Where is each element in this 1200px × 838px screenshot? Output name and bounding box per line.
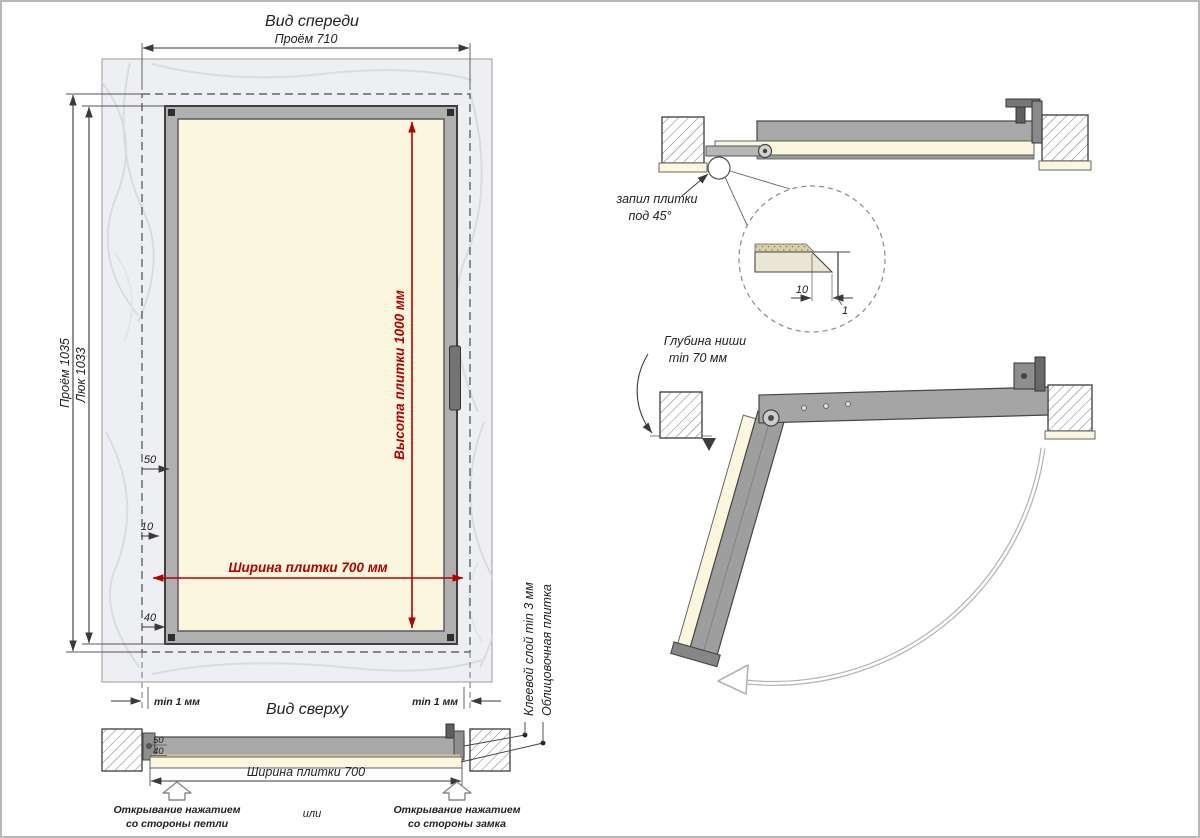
dim-opening-height: Проём 1035 <box>58 338 72 408</box>
hinge-pin <box>146 743 152 749</box>
label-open-lock-1: Открывание нажатием <box>394 804 521 816</box>
label-adhesive: Клеевой слой min 3 мм <box>522 582 536 716</box>
section-closed-view: запил плитки под 45° 10 1 <box>616 98 1092 333</box>
lock-body <box>1031 100 1043 144</box>
dim-top-50: 50 <box>153 735 164 746</box>
wall-block-left-open <box>659 391 703 439</box>
label-tile-cut-1: запил плитки <box>616 192 698 206</box>
lock-pin <box>445 723 455 739</box>
dim-hatch-height: Люк 1033 <box>74 347 88 403</box>
niche-depth-leader <box>636 353 653 434</box>
door-leaf-open <box>670 410 786 668</box>
detail-tile-mitered <box>754 251 834 273</box>
dim-gap-right: min 1 мм <box>412 696 458 708</box>
label-open-hinge-1: Открывание нажатием <box>114 804 241 816</box>
section-open-view: Глубина ниши min 70 мм <box>636 334 1096 695</box>
wall-section-left <box>101 728 143 772</box>
open-lock-latch <box>1034 356 1046 392</box>
wall-block-left <box>661 116 705 164</box>
label-or: или <box>303 808 321 820</box>
tile-section <box>149 756 463 769</box>
label-tile-cut-2: под 45° <box>628 209 671 223</box>
frame-profile <box>147 736 465 758</box>
detail-dim-1: 1 <box>842 305 848 317</box>
hinge-mount <box>702 438 716 451</box>
swing-arrowhead-icon <box>717 664 749 695</box>
wall-section-right <box>469 728 511 772</box>
press-arrow-lock-icon <box>442 781 472 801</box>
marble-texture <box>102 61 492 675</box>
dim-top-tile-width: Ширина плитки 700 <box>247 765 365 779</box>
corner-fixing-top-left <box>168 109 175 116</box>
detail-adhesive <box>754 243 815 253</box>
dim-offset-10: 10 <box>141 521 154 533</box>
wall-tile-right-open <box>1044 430 1096 440</box>
label-facing-tile: Облицовочная плитка <box>540 584 554 716</box>
dim-gap-left: min 1 мм <box>154 696 200 708</box>
door-end-cap <box>670 641 721 668</box>
front-view: Вид спереди Высота плитки 1000 мм <box>58 13 501 709</box>
dim-opening-width: Проём 710 <box>275 32 338 46</box>
hinge-bracket <box>705 145 767 157</box>
dim-tile-width: Ширина плитки 700 мм <box>228 560 387 575</box>
top-view-title: Вид сверху <box>266 701 349 718</box>
open-frame-arm <box>758 386 1049 424</box>
hatch-tile <box>177 118 445 632</box>
wall-tile-left <box>658 162 708 173</box>
detail-dim-10: 10 <box>796 284 809 296</box>
lock-latch <box>1015 106 1026 124</box>
corner-fixing-bottom-left <box>168 634 175 641</box>
label-open-hinge-2: со стороны петли <box>126 818 229 830</box>
wall-block-right <box>1041 114 1089 162</box>
press-arrow-hinge-icon <box>162 781 192 801</box>
corner-fixing-top-right <box>447 109 454 116</box>
dim-tile-height: Высота плитки 1000 мм <box>392 290 407 460</box>
latch-handle <box>449 345 461 411</box>
dim-offset-40: 40 <box>144 612 157 624</box>
adhesive-layer <box>152 754 460 758</box>
detail-marker-circle <box>707 156 731 180</box>
label-niche-depth-1: Глубина ниши <box>664 334 746 348</box>
wall-tile-right <box>1038 160 1092 171</box>
dim-top-40: 40 <box>153 746 164 757</box>
wall-block-right-open <box>1047 384 1093 432</box>
front-view-title: Вид спереди <box>265 13 359 30</box>
corner-fixing-bottom-right <box>447 634 454 641</box>
label-open-lock-2: со стороны замка <box>408 818 506 830</box>
label-niche-depth-2: min 70 мм <box>669 351 728 365</box>
closed-frame-bar <box>756 120 1040 142</box>
dim-offset-50: 50 <box>144 454 157 466</box>
opening-dashed-outline <box>141 93 471 653</box>
top-view: Вид сверху 50 40 Ширина плитки 700 Клеев… <box>101 582 554 830</box>
